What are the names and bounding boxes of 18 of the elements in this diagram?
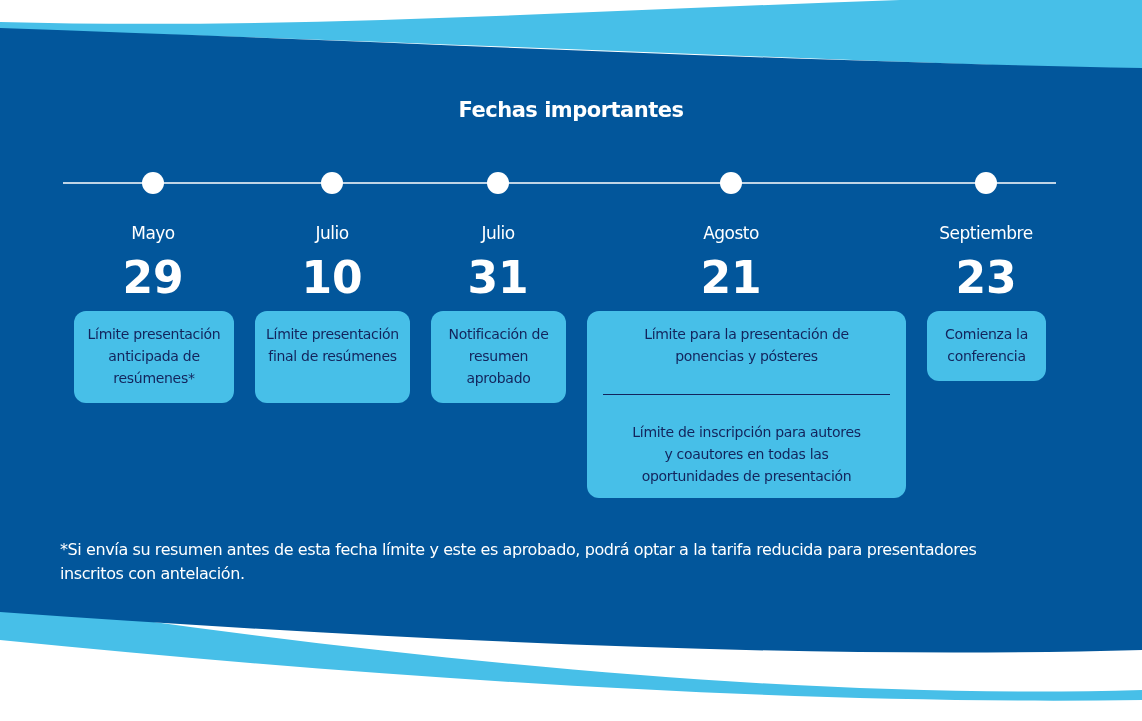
card-text: Límite presentación final de resúmenes [265,325,400,366]
day-number: 23 [954,256,1018,300]
title: Fechas importantes [457,98,685,122]
footnote: *Si envía su resumen antes de esta fecha límite y este es aprobado, podrá optar a la tarifa reducida para presentadores inscritos con antelación. [60,539,978,585]
card-text: Límite presentación anticipada de resúmenes* [86,325,222,388]
day-number: 29 [121,256,185,300]
month-label: Julio [479,223,516,243]
card-text: Límite para la presentación de ponencias y pósteres [643,325,850,366]
day-number: 31 [466,256,530,300]
month-label: Agosto [702,223,760,243]
month-label: Mayo [130,223,176,243]
month-label: Septiembre [938,223,1034,243]
month-label: Julio [313,223,350,243]
card-text: Notificación de resumen aprobado [447,325,550,388]
card-text: Límite de inscripción para autores y coautores en todas las oportunidades de presentación [631,422,862,486]
day-number: 10 [300,256,364,300]
day-number: 21 [699,256,763,300]
card-text: Comienza la conferencia [944,325,1029,366]
